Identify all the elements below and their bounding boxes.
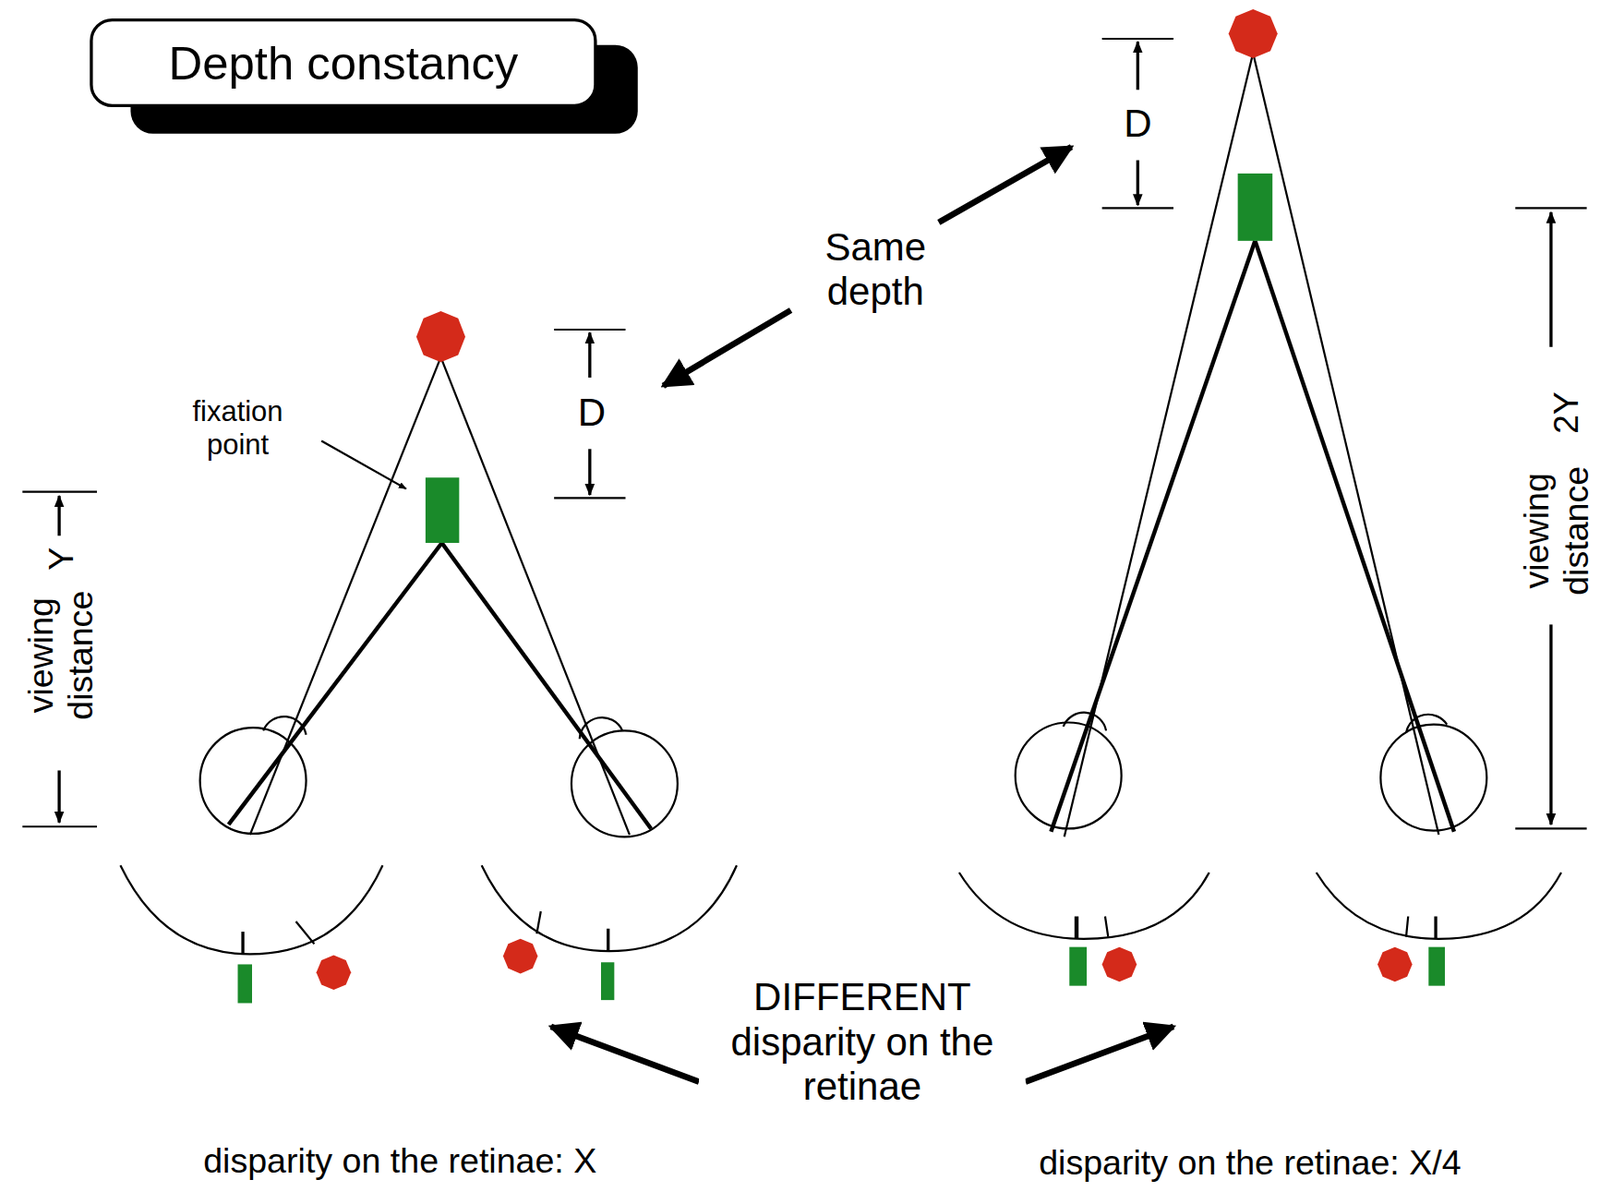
- title-box: Depth constancy: [89, 18, 597, 108]
- caption-label: disparity on the retinae: X/4: [943, 1142, 1556, 1183]
- pointer-label: fixation point: [171, 396, 305, 462]
- dimension-label: 2Y: [1546, 382, 1587, 444]
- dimension-label: D: [1106, 102, 1168, 147]
- dimension-label: viewing distance: [1515, 448, 1596, 613]
- dimension-label: viewing distance: [21, 573, 101, 737]
- title: Depth constancy: [168, 35, 519, 91]
- callout-text: DIFFERENT disparity on the retinae: [698, 975, 1026, 1110]
- caption-label: disparity on the retinae: X: [114, 1141, 686, 1181]
- callout-text: Same depth: [798, 226, 952, 316]
- dimension-label: D: [561, 390, 623, 435]
